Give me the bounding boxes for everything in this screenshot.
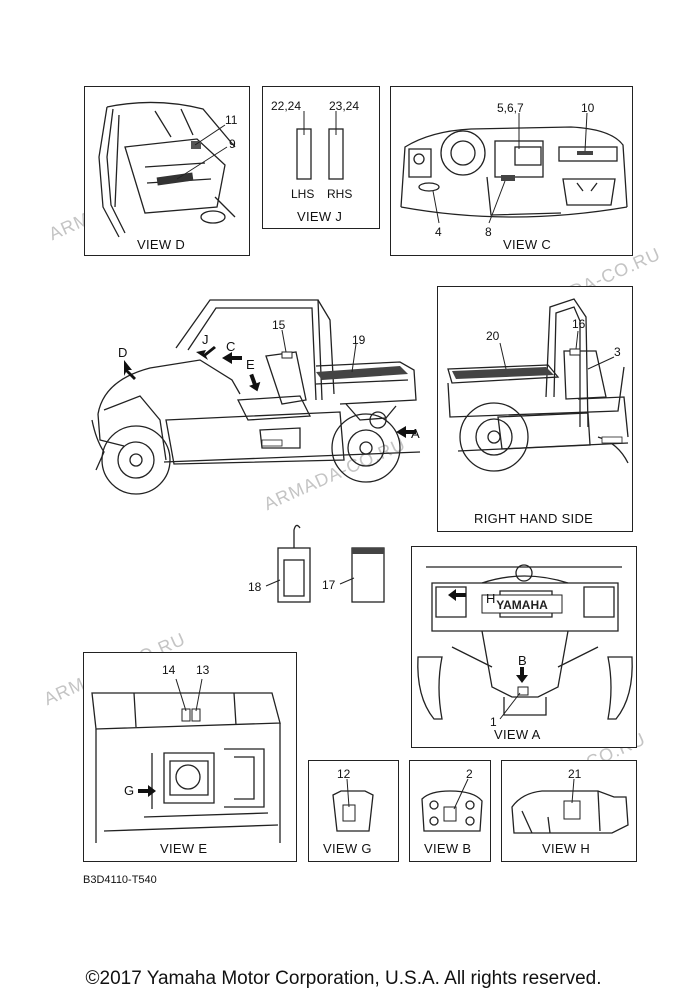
marker-a: A	[411, 426, 420, 441]
rhs-label: RHS	[327, 187, 353, 201]
callout-14: 14	[162, 663, 176, 677]
view-b-panel: 2 VIEW B	[409, 760, 491, 862]
view-c-label: VIEW C	[503, 237, 552, 252]
callout-23-24: 23,24	[329, 99, 360, 113]
yamaha-badge: YAMAHA	[496, 598, 548, 612]
marker-j: J	[202, 332, 209, 347]
callout-20: 20	[486, 329, 500, 343]
right-hand-side-label: RIGHT HAND SIDE	[474, 511, 594, 526]
marker-b: B	[518, 653, 527, 668]
view-b-arrow-icon	[516, 667, 528, 683]
callout-8: 8	[485, 225, 492, 239]
callout-17: 17	[322, 578, 336, 592]
right-hand-side-drawing	[447, 298, 629, 472]
callout-1: 1	[490, 715, 497, 729]
view-h-arrow-icon	[448, 589, 466, 601]
view-c-panel: 5,6,7 10 4 8 VIEW C	[390, 86, 633, 256]
view-h-drawing	[511, 778, 629, 834]
callout-11: 11	[225, 113, 238, 127]
callout-4: 4	[435, 225, 442, 239]
view-b-label: VIEW B	[424, 841, 472, 856]
callout-13: 13	[196, 663, 210, 677]
view-e-drawing	[91, 678, 281, 843]
callout-12: 12	[337, 767, 351, 781]
drawing-code: B3D4110-T540	[83, 874, 157, 886]
view-a-drawing: YAMAHA	[417, 564, 633, 720]
view-b-drawing	[421, 778, 483, 832]
right-hand-side-panel: 20 16 3 RIGHT HAND SIDE	[437, 286, 633, 532]
view-d-drawing	[98, 101, 236, 238]
view-c-drawing	[400, 112, 628, 224]
view-a-label: VIEW A	[494, 727, 541, 742]
view-j-label: VIEW J	[297, 209, 343, 224]
callout-5-6-7: 5,6,7	[497, 101, 524, 115]
view-j-panel: 22,24 23,24 LHS RHS VIEW J	[262, 86, 380, 229]
view-e-panel: 14 13 G VIEW E	[83, 652, 297, 862]
view-h-panel: 21 VIEW H	[501, 760, 637, 862]
callout-15: 15	[272, 318, 286, 332]
callout-3: 3	[614, 345, 621, 359]
view-d-label: VIEW D	[137, 237, 186, 252]
view-g-drawing	[332, 778, 374, 832]
callout-9: 9	[229, 137, 236, 151]
view-g-panel: 12 VIEW G	[308, 760, 399, 862]
callout-19: 19	[352, 333, 366, 347]
lhs-label: LHS	[291, 187, 315, 201]
view-e-label: VIEW E	[160, 841, 208, 856]
marker-e: E	[246, 357, 255, 372]
view-g-arrow-icon	[138, 785, 156, 797]
marker-h: H	[486, 591, 496, 606]
marker-g: G	[124, 783, 135, 798]
view-g-label: VIEW G	[323, 841, 372, 856]
callout-18: 18	[248, 580, 262, 594]
callout-16: 16	[572, 317, 586, 331]
callout-22-24: 22,24	[271, 99, 302, 113]
callout-21: 21	[568, 767, 582, 781]
watermark: ARMADA-CO.RU	[260, 433, 409, 515]
view-h-label: VIEW H	[542, 841, 591, 856]
view-d-panel: 11 9 VIEW D	[84, 86, 250, 256]
marker-c: C	[226, 339, 236, 354]
copyright-notice: ©2017 Yamaha Motor Corporation, U.S.A. A…	[85, 968, 602, 989]
callout-2: 2	[466, 767, 473, 781]
callout-10: 10	[581, 101, 595, 115]
view-j-drawing	[296, 111, 344, 180]
marker-d: D	[118, 345, 128, 360]
view-a-panel: YAMAHA H B 1 VIEW A	[411, 546, 637, 748]
